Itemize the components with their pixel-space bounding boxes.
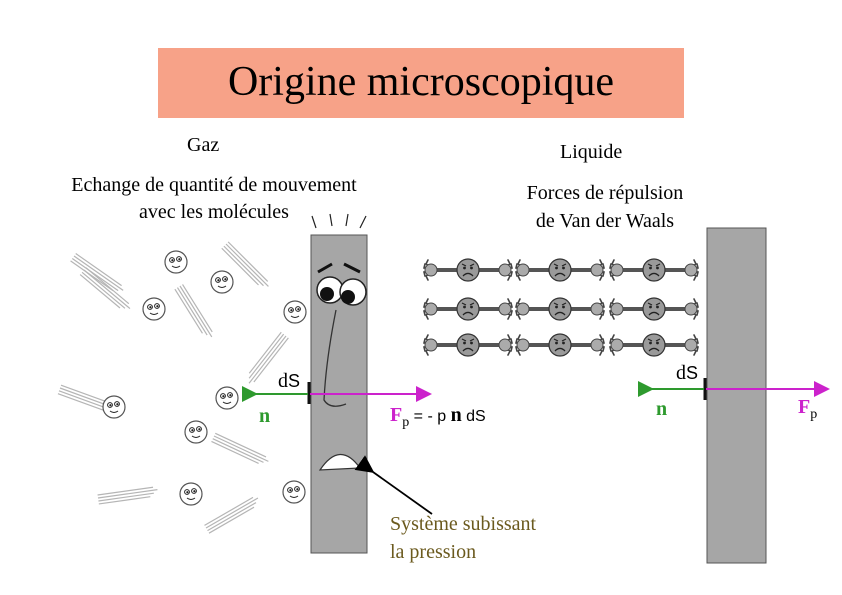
gas-force-sub: p <box>402 415 410 430</box>
gas-molecule <box>57 384 126 419</box>
liquid-molecule <box>516 334 604 356</box>
liquid-description-line1: Forces de répulsion <box>526 182 684 204</box>
liquid-ds-label: dS <box>676 362 698 385</box>
liquid-molecule <box>516 259 604 281</box>
gas-ds-label: dS <box>278 370 300 393</box>
gas-force-f: F <box>390 404 403 426</box>
gas-description-line2: avec les molécules <box>139 201 289 223</box>
gas-molecule <box>96 482 203 506</box>
gas-force-n: n <box>450 404 462 426</box>
liquid-molecule <box>610 298 698 320</box>
liquid-force-sub: p <box>810 407 818 422</box>
liquid-molecule <box>516 298 604 320</box>
gas-force-ds: dS <box>461 408 486 425</box>
gas-force-formula: Fp = - p n dS <box>390 404 486 431</box>
gas-molecule <box>79 267 166 321</box>
liquid-molecule <box>610 259 698 281</box>
gas-force-eq: = - p <box>409 408 451 425</box>
gas-molecule <box>174 270 234 341</box>
liquid-molecule <box>610 334 698 356</box>
page-title: Origine microscopique <box>227 59 615 105</box>
liquid-molecules <box>424 259 698 356</box>
system-pointer-arrow <box>354 455 433 515</box>
gas-ds-s: S <box>288 371 301 391</box>
gas-ds-d: d <box>278 370 288 392</box>
liquid-ds-s: S <box>686 363 699 383</box>
gas-label: Gaz <box>187 134 220 156</box>
gas-wall <box>310 213 368 554</box>
gas-molecules <box>57 241 307 534</box>
liquid-description-line2: de Van der Waals <box>535 210 675 232</box>
liquid-molecule <box>424 334 512 356</box>
liquid-normal-label: n <box>656 398 668 420</box>
liquid-force-label: Fp <box>798 396 817 423</box>
title-box <box>158 48 684 118</box>
liquid-molecule <box>424 259 512 281</box>
gas-molecule <box>221 241 307 324</box>
liquid-label: Liquide <box>560 141 623 163</box>
system-line2: la pression <box>390 541 477 563</box>
liquid-force-f: F <box>798 396 811 418</box>
liquid-wall <box>706 227 767 564</box>
system-line1: Système subissant <box>390 513 537 535</box>
gas-normal-label: n <box>259 405 271 427</box>
gas-description-line1: Echange de quantité de mouvement <box>71 174 357 196</box>
gas-molecule <box>184 420 271 468</box>
liquid-ds-d: d <box>676 362 686 384</box>
liquid-molecule <box>424 298 512 320</box>
gas-molecule <box>203 480 306 534</box>
